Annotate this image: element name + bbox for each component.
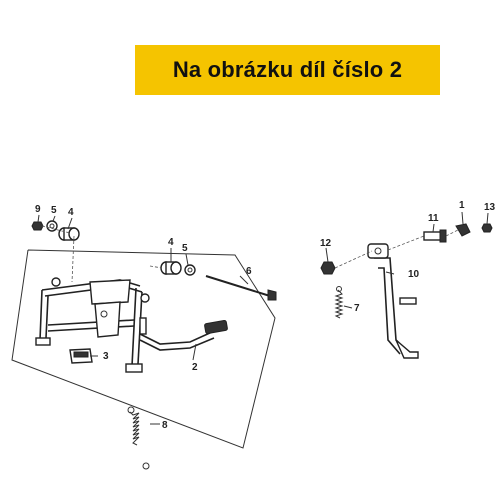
part-4-bushing-right [160,261,182,275]
assembly-outline [11,249,276,449]
part-6-pivot-bolt [205,275,277,301]
part-12-nut [320,261,336,275]
callout-1: 1 [459,200,465,211]
part-7-bolt [31,221,44,231]
callout-11: 11 [428,213,439,224]
part-5-washer-left [46,220,58,232]
callout-12: 12 [320,238,332,249]
part-13-bolt [481,223,493,233]
callout-13: 13 [484,202,496,213]
main-stand [35,277,150,373]
callout-9: 10 [408,269,420,280]
callout-3: 3 [103,351,109,362]
part-8-spring [127,406,150,470]
part-4-bushing-left [58,227,80,241]
part-11-bolt [423,229,447,243]
callout-10: 7 [354,303,360,314]
part-5-washer-right [184,264,196,276]
leader-lines [37,211,489,425]
callout-7: 9 [35,204,41,215]
part-3-stopper [69,348,93,364]
part-1-bracket [455,223,471,237]
highlight-banner: Na obrázku díl číslo 2 [135,45,440,95]
callout-8: 8 [162,420,168,431]
part-2-stand-pedal [139,317,228,351]
callout-6: 6 [246,266,252,277]
callout-5-right: 5 [182,243,188,254]
callout-5-left: 5 [51,205,57,216]
banner-text: Na obrázku díl číslo 2 [172,57,403,82]
part-9-side-stand [367,243,419,359]
part-10-spring [334,286,344,319]
callout-4-right: 4 [168,237,174,248]
callout-4-left: 4 [68,207,74,218]
callout-labels: 9 5 4 4 5 6 3 2 8 1 13 11 12 10 7 [35,200,496,431]
callout-2: 2 [192,362,198,373]
